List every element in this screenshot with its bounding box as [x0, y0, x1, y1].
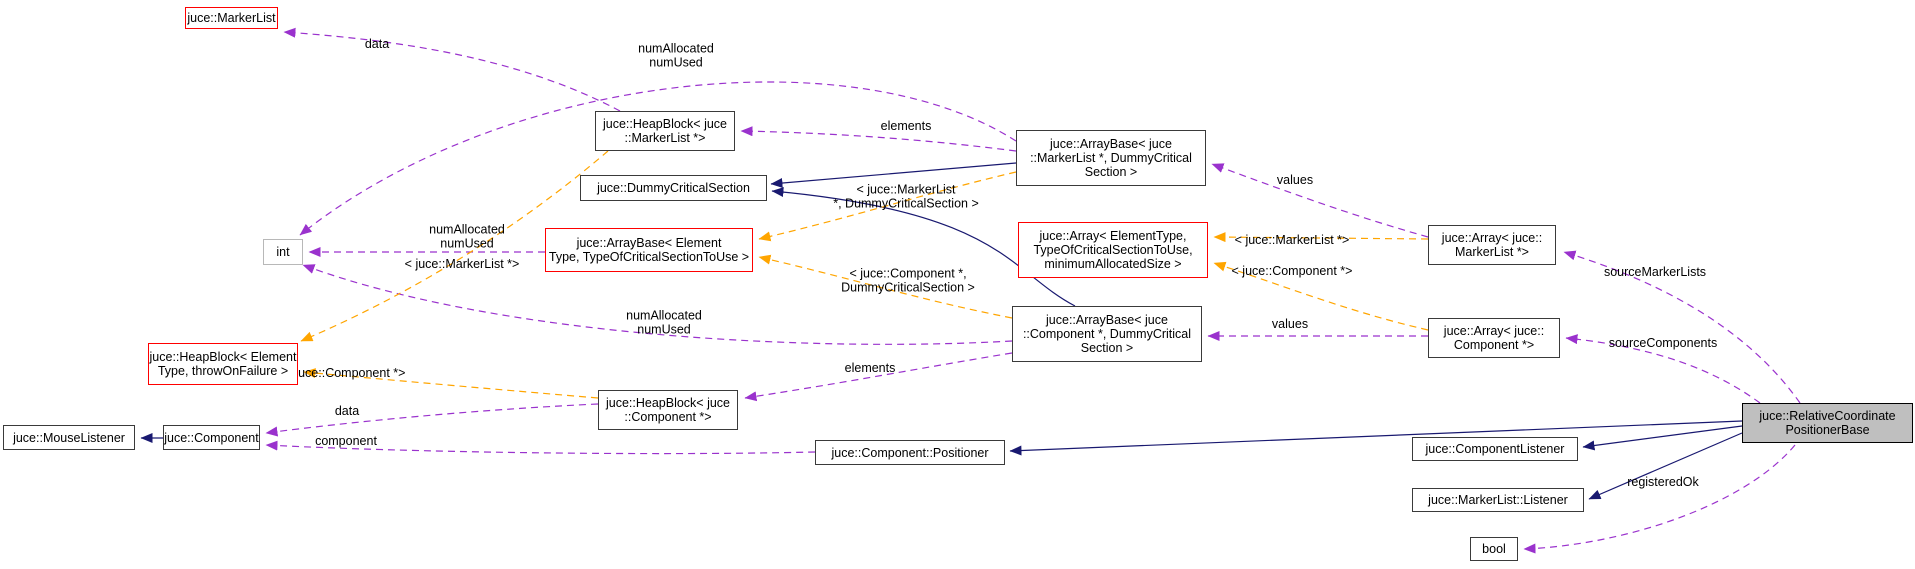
edge-main-registeredok	[1523, 444, 1796, 554]
node-heapblock-component[interactable]: juce::HeapBlock< juce ::Component *>	[598, 390, 738, 430]
node-int[interactable]: int	[263, 239, 303, 265]
node-arraybase-markerlist[interactable]: juce::ArrayBase< juce ::MarkerList *, Du…	[1016, 130, 1206, 186]
edge-positioner-component	[265, 440, 816, 455]
edge-heapblock-markerlist-data	[283, 27, 621, 112]
node-heapblock-markerlist[interactable]: juce::HeapBlock< juce ::MarkerList *>	[595, 111, 735, 151]
edge-main-sourcemarkerlists	[1563, 250, 1801, 404]
edge-arraybase-component-template	[758, 254, 1013, 319]
edge-heapblock-markerlist-template	[300, 150, 609, 342]
node-array-component[interactable]: juce::Array< juce:: Component *>	[1428, 318, 1560, 358]
node-array-markerlist[interactable]: juce::Array< juce:: MarkerList *>	[1428, 225, 1556, 265]
node-relativecoordinatepositionerbase[interactable]: juce::RelativeCoordinate PositionerBase	[1742, 403, 1913, 443]
node-mouselistener[interactable]: juce::MouseListener	[3, 425, 135, 450]
edge-heapblock-component-template	[303, 368, 599, 399]
edge-arraybase-markerlist-elements	[740, 126, 1017, 152]
edge-array-component-template	[1213, 261, 1429, 331]
node-bool[interactable]: bool	[1470, 537, 1518, 561]
edge-arraybase-markerlist-num-int	[299, 81, 1017, 236]
edge-arraybase-component-inherits-dummycs	[771, 187, 1076, 307]
edge-main-inherits-componentlistener	[1582, 425, 1743, 451]
node-componentlistener[interactable]: juce::ComponentListener	[1412, 437, 1578, 461]
edge-main-sourcecomponents	[1565, 334, 1761, 404]
node-array-generic[interactable]: juce::Array< ElementType, TypeOfCritical…	[1018, 222, 1208, 278]
edge-heapblock-component-data	[265, 403, 599, 437]
node-dummycriticalsection[interactable]: juce::DummyCriticalSection	[580, 175, 767, 201]
edge-array-markerlist-template	[1213, 232, 1429, 243]
node-arraybase-generic[interactable]: juce::ArrayBase< Element Type, TypeOfCri…	[545, 228, 753, 272]
edge-array-markerlist-values	[1211, 163, 1429, 238]
node-juce-markerlist[interactable]: juce::MarkerList	[185, 7, 278, 29]
node-heapblock-generic[interactable]: juce::HeapBlock< Element Type, throwOnFa…	[148, 343, 298, 385]
edge-arraybase-component-num-int	[302, 264, 1013, 345]
edge-main-inherits-positioner	[1009, 420, 1743, 456]
node-markerlist-listener[interactable]: juce::MarkerList::Listener	[1412, 488, 1584, 512]
edge-arraybase-component-elements	[744, 352, 1013, 402]
node-component-positioner[interactable]: juce::Component::Positioner	[815, 440, 1005, 465]
edge-arraybase-markerlist-inherits-dummycs	[770, 162, 1017, 188]
node-component[interactable]: juce::Component	[163, 425, 260, 450]
edge-arraybase-markerlist-template	[758, 171, 1017, 242]
node-arraybase-component[interactable]: juce::ArrayBase< juce ::Component *, Dum…	[1012, 306, 1202, 362]
edge-main-inherits-markerlistlistener	[1588, 432, 1743, 500]
